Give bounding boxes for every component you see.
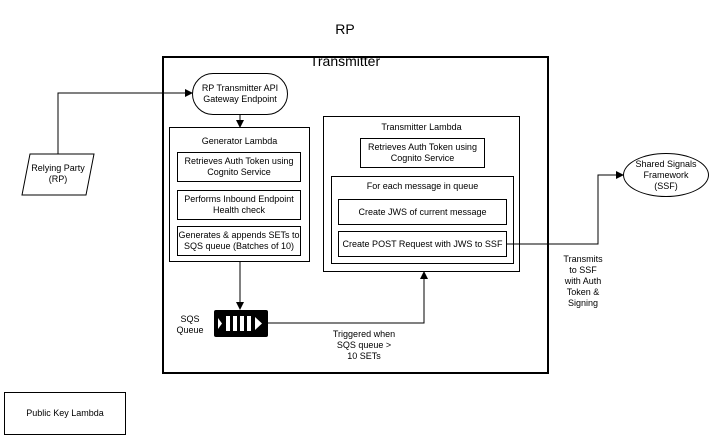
shared-signals-framework: Shared Signals Framework (SSF) [623,153,709,197]
edge-rp-to-gateway [57,89,193,154]
rp-transmitter-frame [162,56,549,374]
loop-step-post-request-label: Create POST Request with JWS to SSF [342,238,503,249]
gen-step-health-check: Performs Inbound Endpoint Health check [177,190,301,220]
gen-step-health-check-label: Performs Inbound Endpoint Health check [184,194,294,215]
transmitter-lambda-title: Transmitter Lambda [381,122,462,132]
loop-step-create-jws-label: Create JWS of current message [358,206,487,217]
public-key-lambda-label: Public Key Lambda [26,408,104,418]
message-loop-label: For each message in queue [366,181,479,191]
tx-step-auth-token: Retrieves Auth Token using Cognito Servi… [360,138,485,168]
title-line-1: RP [335,21,355,37]
api-gateway-endpoint: RP Transmitter API Gateway Endpoint [192,73,288,115]
api-gateway-label: RP Transmitter API Gateway Endpoint [201,83,279,104]
relying-party-label: Relying Party (RP) [31,163,85,184]
gen-step-auth-token-label: Retrieves Auth Token using Cognito Servi… [184,156,294,177]
generator-lambda-title: Generator Lambda [201,136,278,146]
gen-step-append-sets: Generates & appends SETs to SQS queue (B… [177,226,301,256]
message-loop-group [331,176,514,264]
sqs-queue-label: SQS Queue [176,314,204,335]
edge-sqs-to-transmitter [268,271,428,324]
gen-step-append-sets-label: Generates & appends SETs to SQS queue (B… [178,230,300,251]
public-key-lambda: Public Key Lambda [4,392,126,435]
generator-lambda-group [169,127,310,262]
edge-label-transmits: Transmits to SSF with Auth Token & Signi… [563,254,603,308]
tx-step-auth-token-label: Retrieves Auth Token using Cognito Servi… [368,142,477,163]
edge-post-to-ssf [507,171,624,245]
loop-step-create-jws: Create JWS of current message [338,199,507,225]
relying-party-shape [21,153,95,196]
ssf-label: Shared Signals Framework (SSF) [635,158,697,191]
gen-step-auth-token: Retrieves Auth Token using Cognito Servi… [177,152,301,182]
edge-label-triggered: Triggered when SQS queue > 10 SETs [332,329,396,361]
loop-step-post-request: Create POST Request with JWS to SSF [338,231,507,257]
transmitter-lambda-group [323,116,520,272]
sqs-queue-icon [214,310,268,337]
